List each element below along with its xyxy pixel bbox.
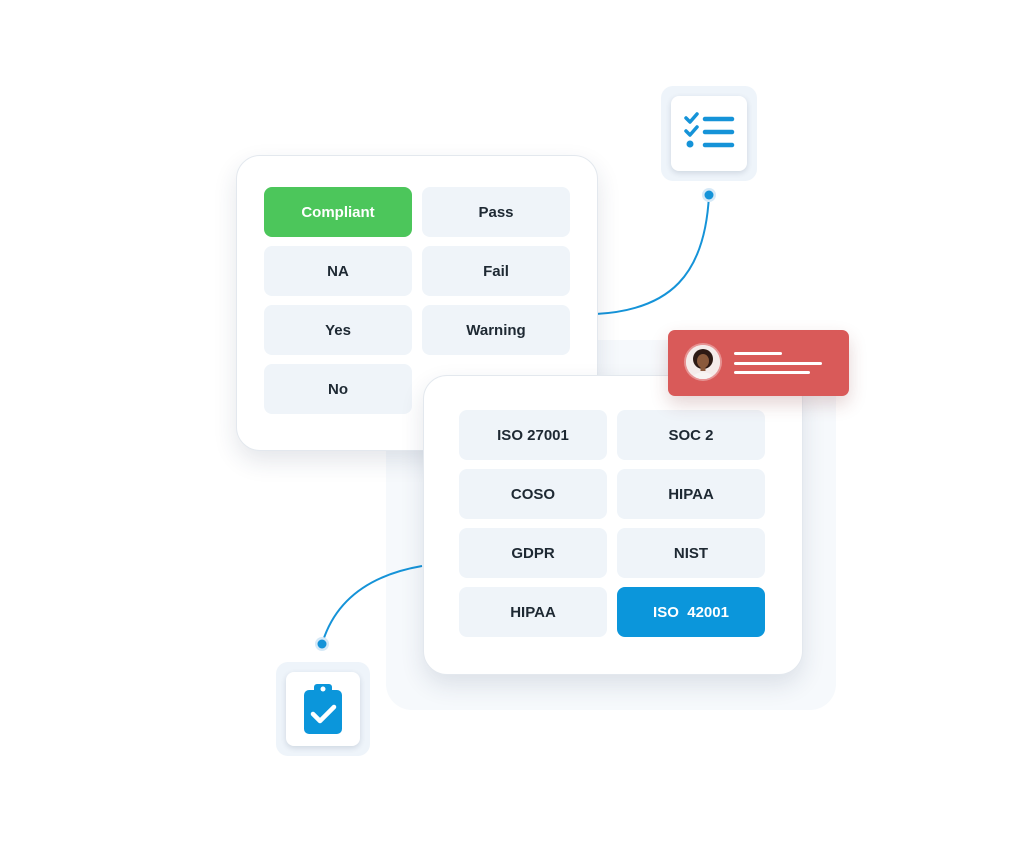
clipboard-tile[interactable] (276, 662, 370, 756)
user-avatar (686, 345, 720, 379)
status-chip-pass[interactable]: Pass (422, 187, 570, 237)
framework-chip-hipaa[interactable]: HIPAA (617, 469, 765, 519)
framework-chip-gdpr[interactable]: GDPR (459, 528, 607, 578)
framework-options-card: ISO 27001 SOC 2 COSO HIPAA GDPR NIST HIP… (423, 375, 803, 675)
notification-card[interactable] (668, 330, 849, 396)
framework-chip-nist[interactable]: NIST (617, 528, 765, 578)
status-chip-yes[interactable]: Yes (264, 305, 412, 355)
status-chip-no[interactable]: No (264, 364, 412, 414)
clipboard-check-icon (304, 684, 342, 734)
notification-line-2 (734, 362, 822, 365)
notification-line-3 (734, 371, 810, 374)
status-chip-warning[interactable]: Warning (422, 305, 570, 355)
connector-dot-bottom (315, 637, 329, 651)
framework-chip-coso[interactable]: COSO (459, 469, 607, 519)
framework-chip-iso27001[interactable]: ISO 27001 (459, 410, 607, 460)
connector-dot-top (702, 188, 716, 202)
framework-chip-soc2[interactable]: SOC 2 (617, 410, 765, 460)
checklist-icon-card (671, 96, 747, 171)
connector-top (595, 194, 710, 315)
checklist-icon (684, 112, 735, 148)
status-chip-fail[interactable]: Fail (422, 246, 570, 296)
status-chip-compliant[interactable]: Compliant (264, 187, 412, 237)
framework-chip-iso42001[interactable]: ISO 42001 (617, 587, 765, 637)
checklist-tile[interactable] (661, 86, 757, 181)
notification-line-1 (734, 352, 782, 355)
status-chip-na[interactable]: NA (264, 246, 412, 296)
status-options-card: Compliant Pass NA Fail Yes Warning No (236, 155, 598, 451)
clipboard-icon-card (286, 672, 360, 746)
framework-chip-hipaa-2[interactable]: HIPAA (459, 587, 607, 637)
